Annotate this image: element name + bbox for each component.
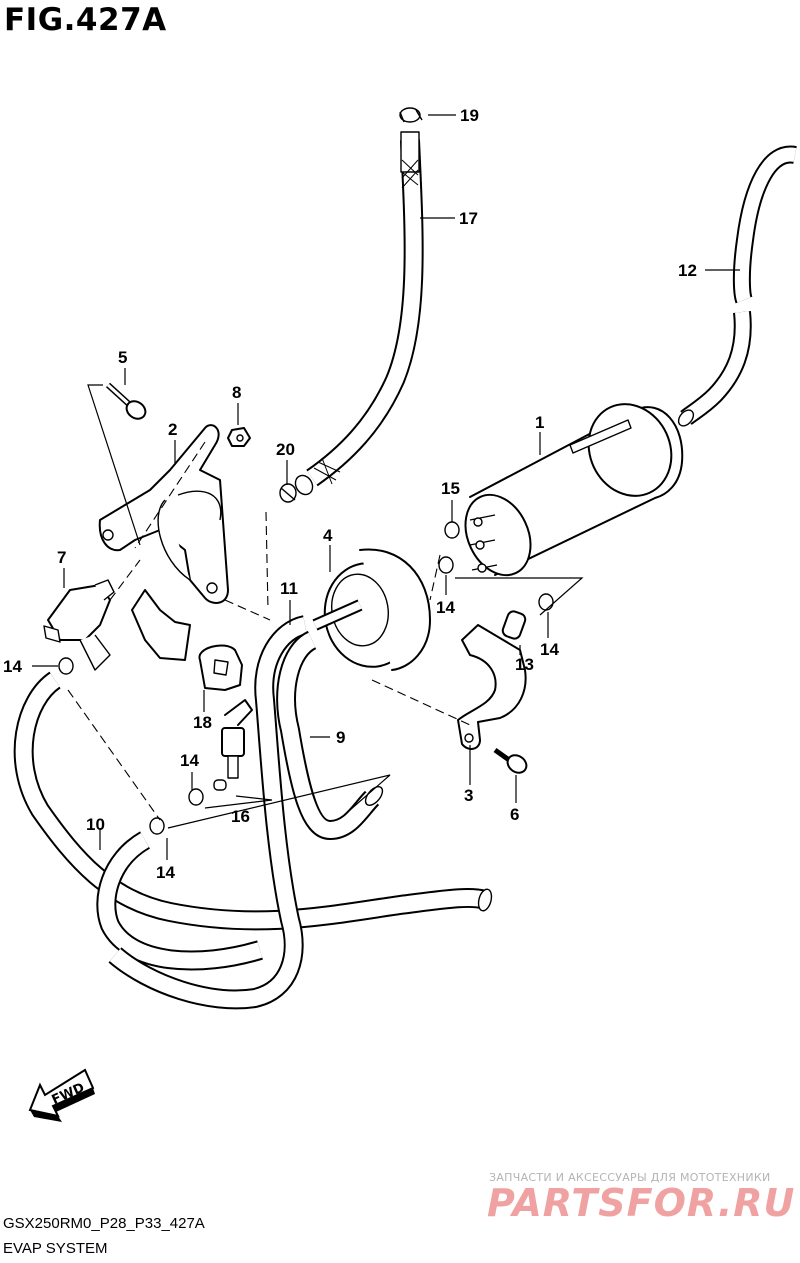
bracket-2 <box>98 424 229 661</box>
valve-7 <box>43 579 115 671</box>
hose-10 <box>13 671 493 971</box>
figure-code: GSX250RM0_P28_P33_427A <box>3 1215 205 1232</box>
figure-system-name: EVAP SYSTEM <box>3 1240 108 1257</box>
callout-13: 13 <box>515 655 534 674</box>
callout-19: 19 <box>460 106 479 125</box>
callout-5: 5 <box>118 348 127 367</box>
callout-14-a: 14 <box>3 657 22 676</box>
callout-15: 15 <box>441 479 460 498</box>
canister-1 <box>464 403 684 577</box>
hose-11 <box>108 615 308 1010</box>
hose-12 <box>677 145 797 427</box>
callout-1: 1 <box>535 413 544 432</box>
dashed-guides <box>67 441 471 821</box>
callout-14-e: 14 <box>540 640 559 659</box>
holder-18 <box>198 644 243 691</box>
fwd-arrow-icon: FWD <box>28 1068 95 1122</box>
callout-14-b: 14 <box>180 751 199 770</box>
callout-8: 8 <box>232 383 241 402</box>
watermark-tagline: ЗАПЧАСТИ И АКСЕССУАРЫ ДЛЯ МОТОТЕХНИКИ <box>489 1171 771 1184</box>
bolt-5 <box>105 382 147 420</box>
callout-11: 11 <box>280 579 298 598</box>
joint-13 <box>501 610 527 640</box>
callout-9: 9 <box>336 728 345 747</box>
screw-6 <box>493 747 528 774</box>
callout-2: 2 <box>168 420 177 439</box>
leader-lines <box>32 114 740 860</box>
callout-10: 10 <box>86 815 105 834</box>
cover-4 <box>312 548 431 671</box>
callout-17: 17 <box>459 209 478 228</box>
callout-14-c: 14 <box>156 863 175 882</box>
callout-14-d: 14 <box>436 598 455 617</box>
clamp-19 <box>399 107 423 123</box>
callout-4: 4 <box>323 526 333 545</box>
hose-9 <box>276 630 384 841</box>
band-3 <box>457 624 527 750</box>
hose-17 <box>294 131 424 496</box>
nut-8 <box>227 427 251 447</box>
clamp-14-d <box>438 556 454 574</box>
figure-title: FIG.427A <box>4 2 167 38</box>
clamp-14-b <box>188 788 204 806</box>
watermark-logo: PARTSFOR.RU <box>487 1181 796 1225</box>
callout-6: 6 <box>510 805 519 824</box>
callout-labels: 1 2 3 4 5 6 7 8 9 10 11 12 13 14 14 14 1… <box>3 106 697 882</box>
clamp-14-a <box>58 657 74 675</box>
clamp-14-c <box>149 817 165 835</box>
clamp-20 <box>279 483 297 503</box>
callout-20: 20 <box>276 440 295 459</box>
callout-18: 18 <box>193 713 212 732</box>
callout-3: 3 <box>464 786 473 805</box>
clamp-14-e <box>538 593 554 611</box>
joint-16 <box>213 699 253 791</box>
callout-7: 7 <box>57 548 66 567</box>
callout-16: 16 <box>231 807 250 826</box>
callout-12: 12 <box>678 261 697 280</box>
clamp-15 <box>444 521 460 539</box>
